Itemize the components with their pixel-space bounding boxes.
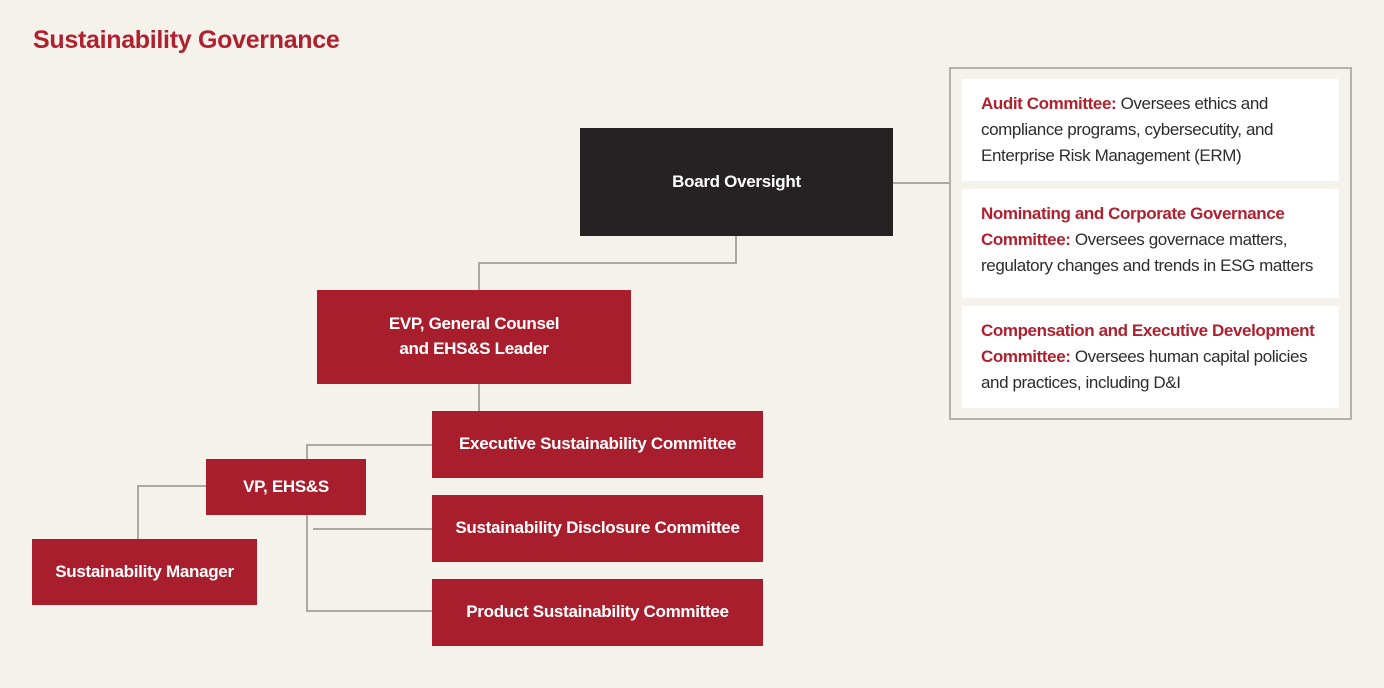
node-board-oversight: Board Oversight bbox=[580, 128, 893, 236]
node-vp-ehss: VP, EHS&S bbox=[206, 459, 366, 515]
connector-evp-exec bbox=[478, 384, 480, 411]
connector-spine-product bbox=[306, 610, 432, 612]
node-product-sustainability-committee: Product Sustainability Committee bbox=[432, 579, 763, 646]
connector-vp-spine bbox=[306, 444, 308, 612]
node-label: Executive Sustainability Committee bbox=[459, 434, 736, 454]
committee-title: Compensation and Executive Development C… bbox=[981, 321, 1315, 366]
node-label: Product Sustainability Committee bbox=[466, 602, 729, 622]
node-label: VP, EHS&S bbox=[243, 476, 329, 496]
node-executive-sustainability-committee: Executive Sustainability Committee bbox=[432, 411, 763, 478]
committee-card-nominating: Nominating and Corporate Governance Comm… bbox=[962, 189, 1339, 298]
committee-card-audit: Audit Committee: Oversees ethics and com… bbox=[962, 79, 1339, 181]
committee-description: Oversees ethics and compliance programs,… bbox=[981, 94, 1274, 165]
node-label: Board Oversight bbox=[672, 171, 801, 191]
node-sustainability-manager: Sustainability Manager bbox=[32, 539, 257, 605]
committee-title: Nominating and Corporate Governance Comm… bbox=[981, 204, 1285, 249]
node-evp-general-counsel: EVP, General Counsel and EHS&S Leader bbox=[317, 290, 631, 384]
connector-spine-disclosure bbox=[313, 528, 432, 530]
connector-board-panel bbox=[893, 182, 950, 184]
connector-board-bottom bbox=[735, 236, 737, 264]
node-label-line2: and EHS&S Leader bbox=[399, 339, 549, 358]
committee-description: Oversees human capital policies and prac… bbox=[981, 347, 1308, 392]
connector-evp-top bbox=[478, 262, 480, 290]
node-sustainability-disclosure-committee: Sustainability Disclosure Committee bbox=[432, 495, 763, 562]
committee-description: Oversees governace matters, regulatory c… bbox=[981, 230, 1314, 275]
committee-title: Audit Committee: bbox=[981, 94, 1117, 113]
committee-card-compensation: Compensation and Executive Development C… bbox=[962, 306, 1339, 408]
node-label-line1: EVP, General Counsel bbox=[388, 314, 560, 334]
connector-spine-exec bbox=[306, 444, 432, 446]
page-title: Sustainability Governance bbox=[33, 26, 340, 54]
connector-board-evp-horizontal bbox=[478, 262, 737, 264]
node-label: Sustainability Disclosure Committee bbox=[455, 518, 740, 538]
connector-manager-top bbox=[137, 485, 139, 539]
connector-vp-manager-horizontal bbox=[137, 485, 206, 487]
node-label: Sustainability Manager bbox=[55, 561, 234, 581]
board-committees-panel: Audit Committee: Oversees ethics and com… bbox=[949, 67, 1352, 420]
